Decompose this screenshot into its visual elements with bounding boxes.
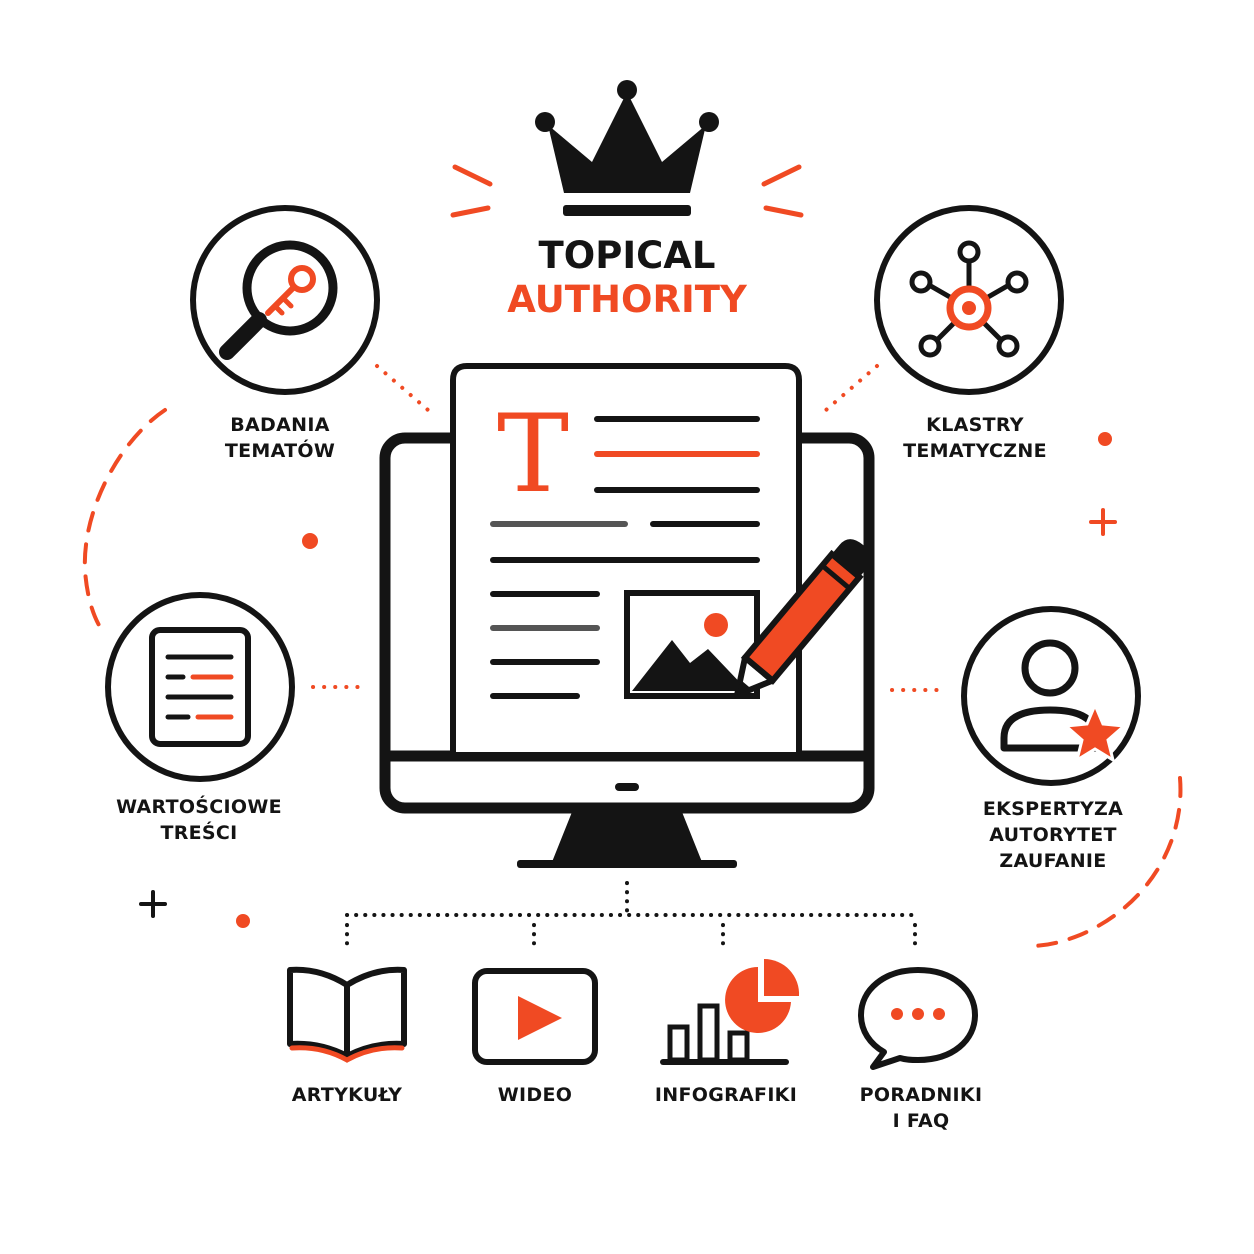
video-play-icon: [472, 968, 598, 1065]
node-expertise-label: AUTORYTET: [989, 824, 1117, 846]
pencil-icon: [734, 539, 872, 699]
dashed-arc-left: [82, 408, 167, 632]
node-content-label: TREŚCI: [160, 820, 237, 844]
node-content-label: WARTOŚCIOWE: [116, 794, 282, 818]
connector-dots: [311, 364, 943, 692]
node-clusters-label: TEMATYCZNE: [903, 440, 1047, 462]
document-heading-glyph: T: [497, 392, 569, 517]
user-star-icon: [1000, 639, 1128, 764]
plus-icon: [139, 890, 167, 918]
dashed-arc-right: [1028, 776, 1183, 948]
node-expertise-label: EKSPERTYZA: [983, 798, 1123, 820]
title-line-1: TOPICAL: [539, 234, 716, 277]
format-infographics: INFOGRAFIKI: [655, 958, 800, 1106]
format-guides-faq: PORADNIKI I FAQ: [858, 967, 983, 1132]
speech-bubble-icon: [858, 967, 978, 1070]
image-placeholder-icon: [624, 590, 760, 699]
decor-dot: [236, 914, 250, 928]
format-guides-faq-label: PORADNIKI: [860, 1084, 983, 1106]
decor-dot: [1098, 432, 1112, 446]
format-articles-label: ARTYKUŁY: [292, 1084, 402, 1106]
format-tree-connector: [345, 881, 917, 952]
plus-icon: [1089, 508, 1117, 536]
node-research: BADANIA TEMATÓW: [190, 205, 380, 462]
title-line-2: AUTHORITY: [507, 278, 748, 321]
node-expertise-label: ZAUFANIE: [999, 850, 1106, 872]
format-guides-faq-label: I FAQ: [893, 1110, 950, 1132]
crown-icon: [535, 80, 719, 216]
format-articles: ARTYKUŁY: [287, 966, 407, 1106]
decor-dot: [302, 533, 318, 549]
node-expertise: EKSPERTYZA AUTORYTET ZAUFANIE: [961, 606, 1141, 872]
node-clusters-label: KLASTRY: [926, 414, 1024, 436]
node-research-label: BADANIA: [230, 414, 329, 436]
node-clusters: KLASTRY TEMATYCZNE: [874, 205, 1064, 462]
network-hub-icon: [909, 240, 1029, 358]
node-content: WARTOŚCIOWE TREŚCI: [105, 592, 295, 844]
format-infographics-label: INFOGRAFIKI: [655, 1084, 797, 1106]
open-book-icon: [287, 966, 407, 1063]
magnifier-key-icon: [219, 240, 338, 360]
bar-pie-chart-icon: [660, 958, 800, 1065]
crown-rays-icon: [450, 164, 804, 218]
format-video: WIDEO: [472, 968, 598, 1106]
format-video-label: WIDEO: [498, 1084, 572, 1106]
node-research-label: TEMATÓW: [225, 438, 335, 462]
document-lines-icon: [149, 627, 251, 747]
